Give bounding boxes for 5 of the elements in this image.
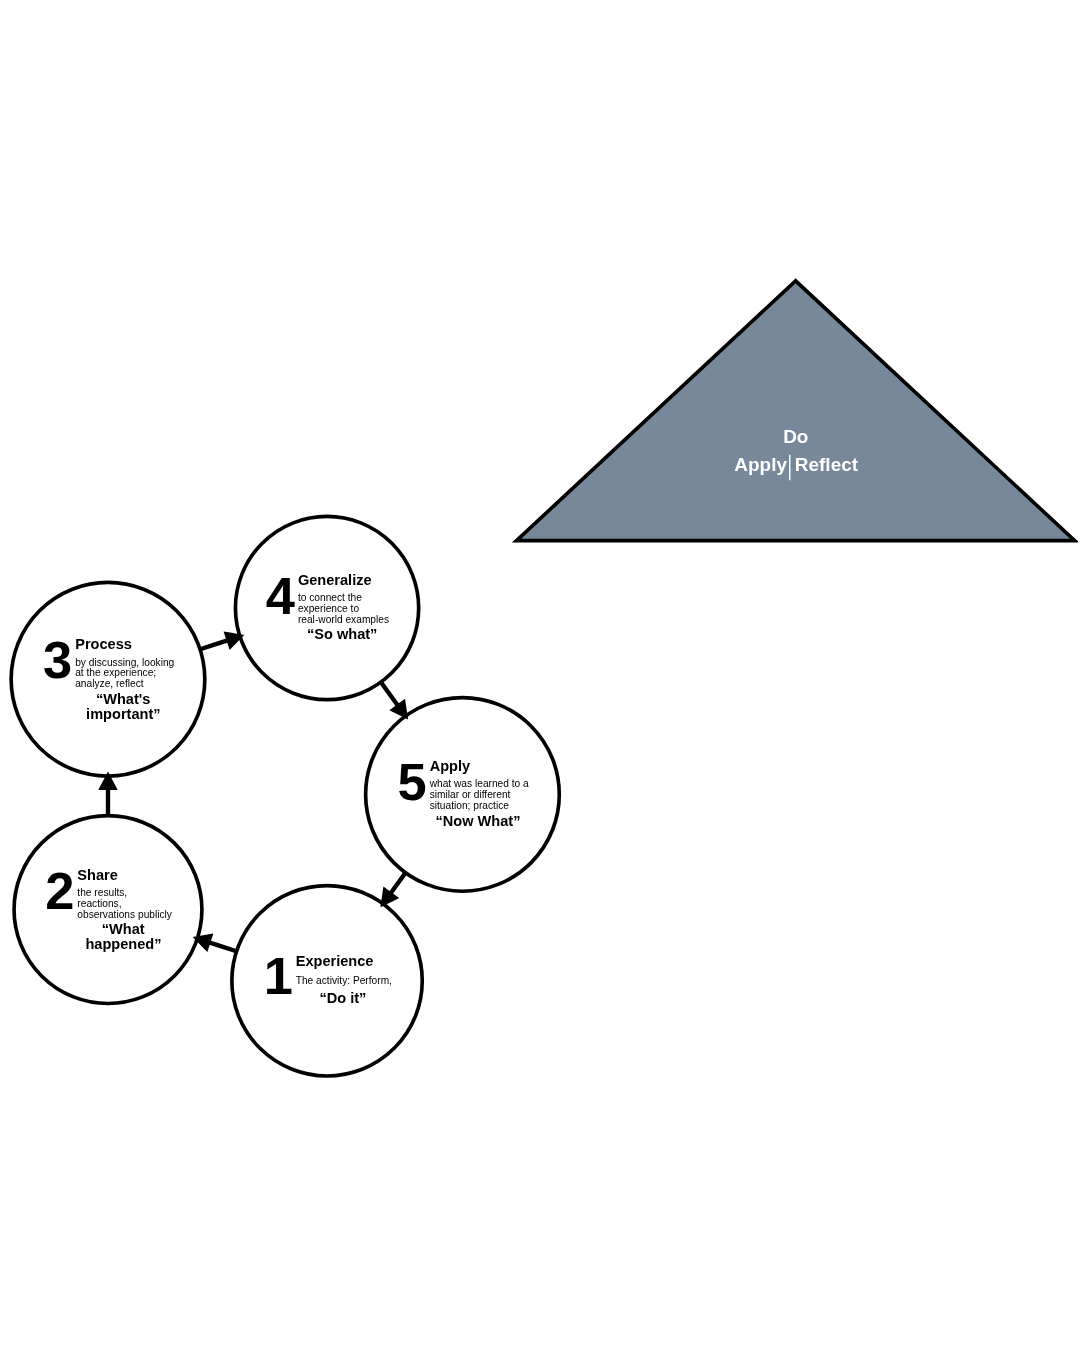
arrow bbox=[199, 630, 245, 651]
arrow bbox=[192, 933, 238, 953]
arrow bbox=[98, 770, 118, 816]
arrow bbox=[379, 680, 409, 720]
arrow bbox=[380, 871, 408, 907]
